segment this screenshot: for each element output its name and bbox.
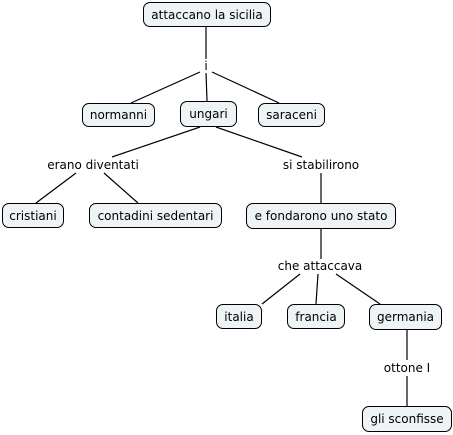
concept-germania[interactable]: germania <box>369 304 442 330</box>
concept-cristiani[interactable]: cristiani <box>2 203 64 228</box>
link-label-ottone-i: ottone I <box>382 361 432 375</box>
edge-erano-cristiani <box>35 172 77 204</box>
edge-i-saraceni <box>211 71 280 104</box>
concept-normanni[interactable]: normanni <box>82 103 155 127</box>
link-label-si-stabilirono: si stabilirono <box>281 158 361 172</box>
concept-saraceni[interactable]: saraceni <box>258 103 325 127</box>
edge-erano-contadini <box>103 172 139 204</box>
edge-attaccava-italia <box>261 273 301 305</box>
edge-attaccava-germania <box>335 273 381 305</box>
edge-ungari-erano <box>111 126 201 158</box>
edge-i-ungari <box>205 71 208 102</box>
link-label-erano-diventati: erano diventati <box>46 158 140 172</box>
edge-i-normanni <box>130 71 201 104</box>
concept-attaccano-la-sicilia[interactable]: attaccano la sicilia <box>143 2 271 27</box>
concept-gli-sconfisse[interactable]: gli sconfisse <box>362 406 452 432</box>
edge-ungari-stabilirono <box>215 126 303 158</box>
concept-contadini-sedentari[interactable]: contadini sedentari <box>89 203 222 228</box>
link-label-che-attaccava: che attaccava <box>276 259 364 273</box>
edge-attaccava-francia <box>315 273 319 305</box>
concept-ungari[interactable]: ungari <box>180 101 237 127</box>
concept-italia[interactable]: italia <box>216 304 262 329</box>
link-label-i: i <box>203 59 209 73</box>
concept-e-fondarono-uno-stato[interactable]: e fondarono uno stato <box>246 203 396 229</box>
concept-francia[interactable]: francia <box>287 304 345 329</box>
